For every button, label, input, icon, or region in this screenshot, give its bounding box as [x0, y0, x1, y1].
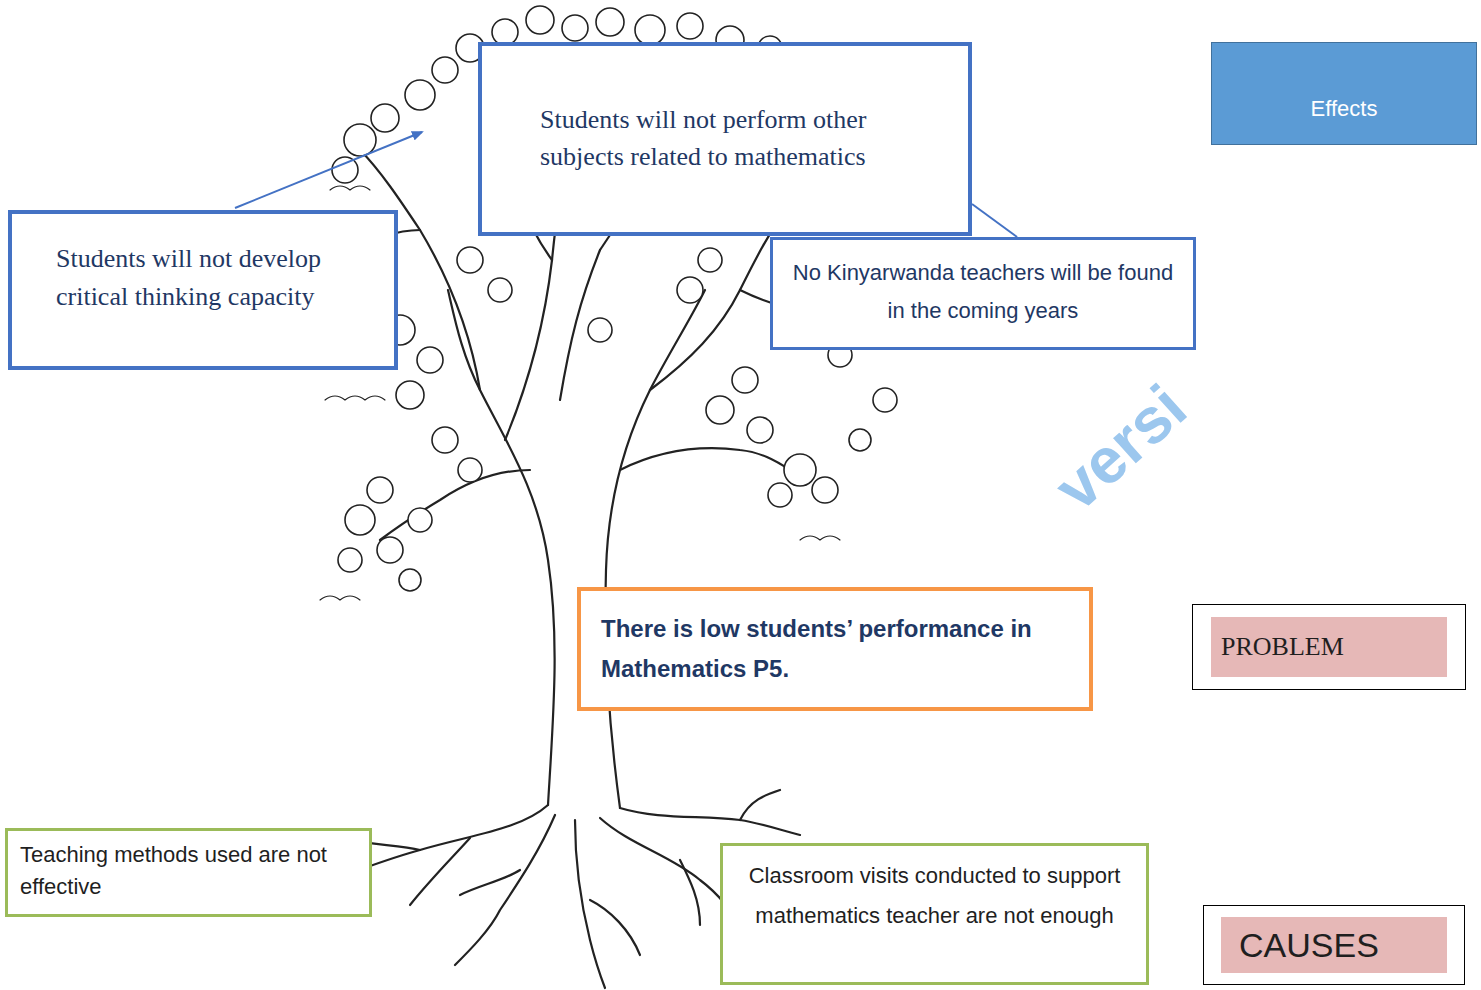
connector-line — [972, 204, 1017, 237]
watermark-text: versi — [1040, 370, 1201, 525]
node-text: No Kinyarwanda teachers will be found in… — [773, 240, 1193, 342]
node-text: Teaching methods used are not effective — [8, 831, 369, 909]
node-text: PROBLEM — [1211, 617, 1447, 677]
effect-box: Students will not perform other subjects… — [478, 42, 972, 236]
node-text: Students will not perform other subjects… — [482, 46, 968, 195]
effect-box: No Kinyarwanda teachers will be found in… — [770, 237, 1196, 350]
node-text: CAUSES — [1221, 917, 1447, 973]
effects-key-box: Effects — [1211, 42, 1477, 145]
problem-box: There is low students’ performance in Ma… — [577, 587, 1093, 711]
cause-box: Classroom visits conducted to support ma… — [720, 843, 1149, 985]
node-text: Classroom visits conducted to support ma… — [723, 846, 1146, 944]
problem-key-box: PROBLEM — [1192, 604, 1466, 690]
node-text: Students will not develop critical think… — [12, 214, 394, 332]
leader-arrow — [235, 132, 422, 208]
effect-box: Students will not develop critical think… — [8, 210, 398, 370]
causes-key-box: CAUSES — [1203, 905, 1465, 985]
node-text: Effects — [1212, 43, 1476, 137]
cause-box: Teaching methods used are not effective — [5, 828, 372, 917]
node-text: There is low students’ performance in Ma… — [581, 591, 1089, 703]
